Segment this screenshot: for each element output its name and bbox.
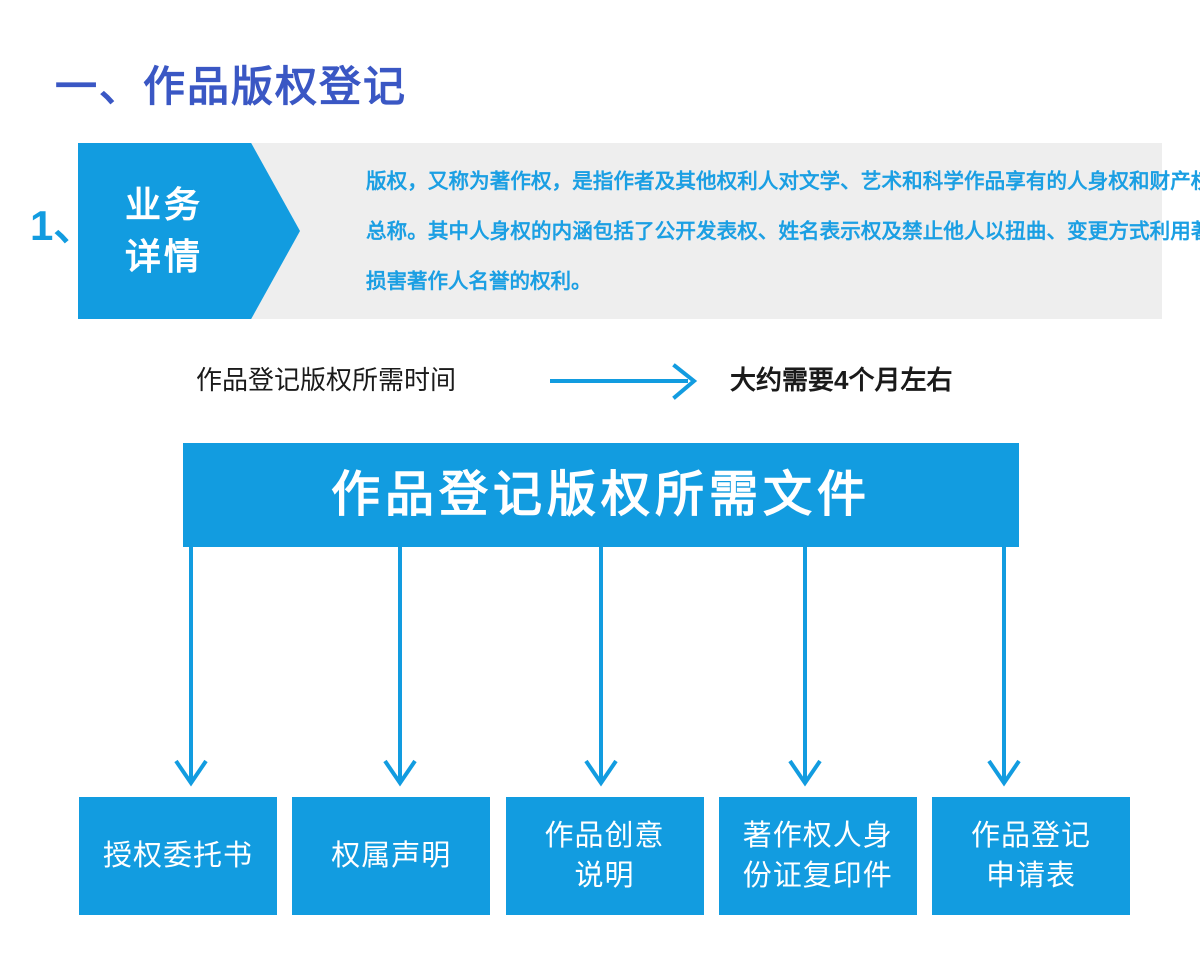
tag-line-2: 详情 [124, 236, 203, 277]
required-documents-title: 作品登记版权所需文件 [330, 467, 871, 522]
business-details-tag: 业务 详情 [78, 143, 300, 319]
processing-time-label: 作品登记版权所需时间 [196, 365, 457, 395]
arrow-right-icon [548, 360, 700, 400]
required-documents-list: 授权委托书 权属声明 作品创意 说明 著作权人身 份证复印件 作品登记 申请表 [79, 797, 1130, 915]
document-box-creative-description[interactable]: 作品创意 说明 [505, 797, 704, 915]
business-details-section: 1、 版权，又称为著作权，是指作者及其他权利人对文学、艺术和科学作品享有的人身权… [0, 143, 1200, 323]
page-title: 一、作品版权登记 [55, 63, 408, 111]
business-details-tag-text: 业务 详情 [78, 143, 250, 319]
connector-arrows-group [0, 543, 1200, 789]
tag-line-1: 业务 [124, 183, 203, 225]
required-documents-header: 作品登记版权所需文件 [183, 443, 1019, 547]
chevron-banner-shape [78, 143, 300, 319]
business-details-text: 版权，又称为著作权，是指作者及其他权利人对文学、艺术和科学作品享有的人身权和财产… [366, 170, 1200, 293]
processing-time-row: 作品登记版权所需时间 大约需要4个月左右 [0, 360, 1200, 408]
document-box-application-form[interactable]: 作品登记 申请表 [932, 797, 1130, 915]
document-box-ownership-statement[interactable]: 权属声明 [292, 797, 491, 915]
processing-time-value: 大约需要4个月左右 [730, 365, 953, 395]
document-box-authorization[interactable]: 授权委托书 [79, 797, 277, 915]
document-box-id-copy[interactable]: 著作权人身 份证复印件 [718, 797, 917, 915]
